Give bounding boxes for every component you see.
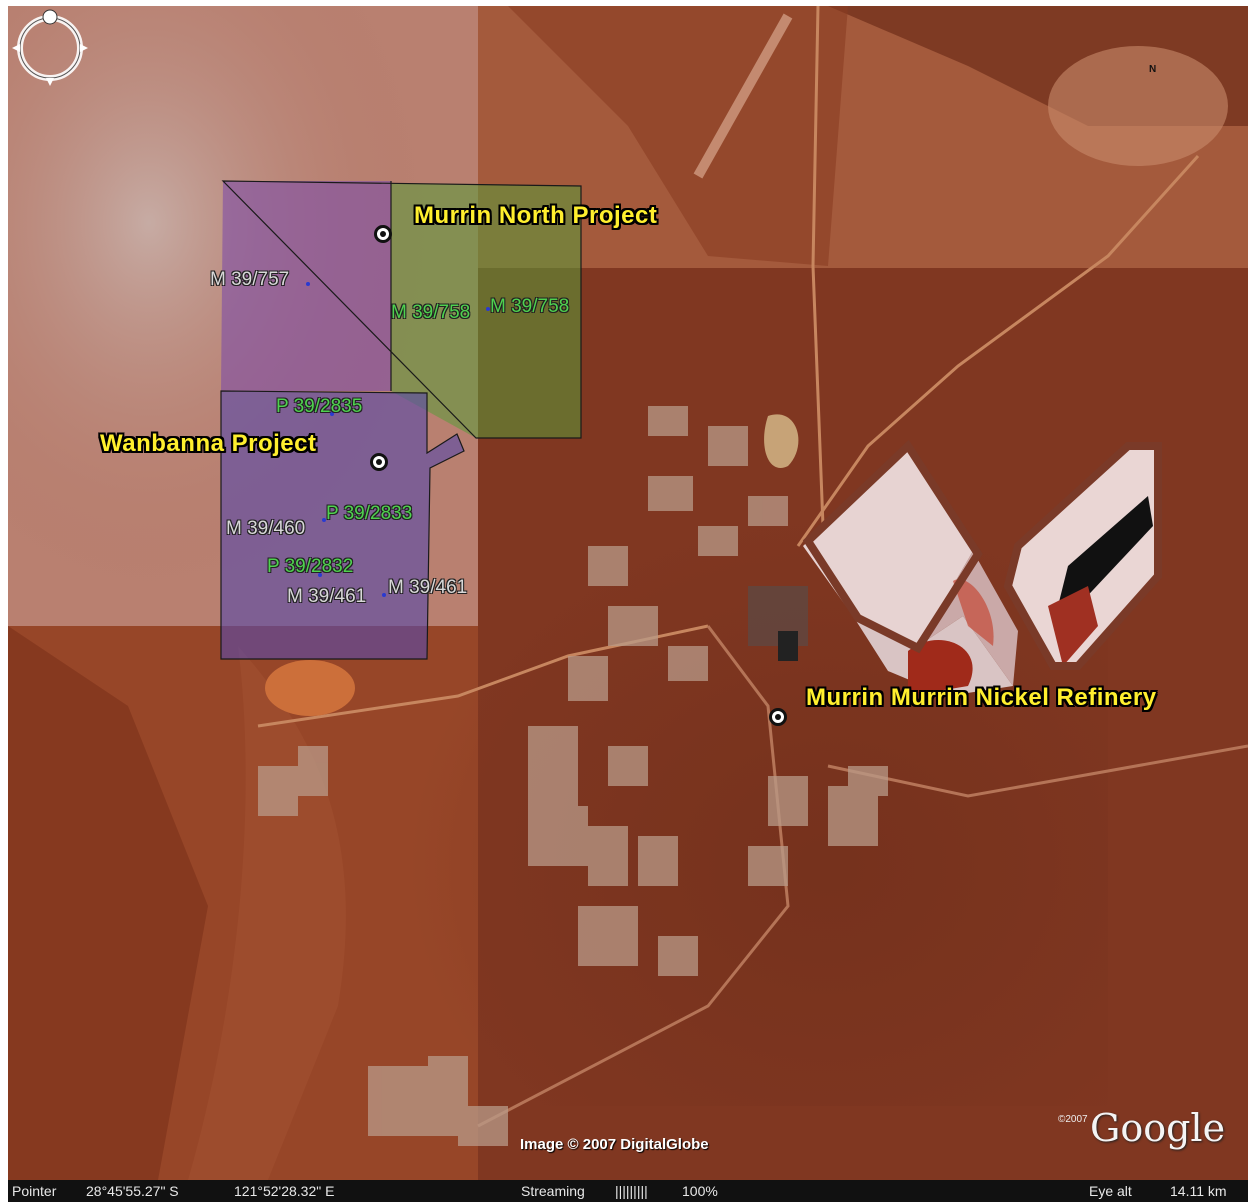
tenement-label[interactable]: P 39/2833	[326, 503, 413, 524]
placemark-icon[interactable]	[769, 708, 787, 726]
image-credit: Image © 2007 DigitalGlobe	[520, 1136, 709, 1153]
satellite-map[interactable]: Murrin North Project Wanbanna Project Mu…	[8, 6, 1248, 1180]
google-logo: Google	[1090, 1106, 1226, 1150]
streaming-progress-bar: |||||||||	[615, 1183, 648, 1199]
project-label-murrin-north[interactable]: Murrin North Project	[414, 202, 658, 229]
status-bar: Pointer 28°45'55.27" S 121°52'28.32" E S…	[8, 1180, 1248, 1202]
tenement-label[interactable]: M 39/461	[287, 586, 367, 607]
eye-alt-value: 14.11 km	[1170, 1183, 1227, 1199]
tenement-label[interactable]: M 39/757	[210, 269, 290, 290]
tenement-label[interactable]: M 39/461	[388, 577, 468, 598]
eye-alt-label: Eye alt	[1089, 1183, 1132, 1199]
tenement-polygon-wanbanna[interactable]	[221, 391, 464, 659]
placemark-icon[interactable]	[374, 225, 392, 243]
compass-rose-icon[interactable]	[8, 6, 92, 90]
tenement-label[interactable]: M 39/758	[490, 296, 570, 317]
pointer-label: Pointer	[12, 1183, 57, 1199]
project-label-wanbanna[interactable]: Wanbanna Project	[100, 430, 317, 457]
tenement-label[interactable]: M 39/460	[226, 518, 306, 539]
streaming-label: Streaming	[521, 1183, 585, 1199]
compass-north-letter: N	[1149, 64, 1157, 75]
pointer-longitude: 121°52'28.32" E	[234, 1183, 335, 1199]
tenement-polygon-m39-757[interactable]	[221, 181, 391, 391]
satellite-imagery	[8, 6, 1248, 1180]
google-copyright: ©2007	[1058, 1114, 1088, 1125]
tenement-label[interactable]: M 39/758	[391, 302, 471, 323]
tenement-label[interactable]: P 39/2832	[267, 556, 354, 577]
tenement-label[interactable]: P 39/2835	[276, 396, 363, 417]
placemark-icon[interactable]	[370, 453, 388, 471]
tenement-polygon-m39-758[interactable]	[391, 183, 581, 438]
streaming-percent: 100%	[682, 1183, 718, 1199]
project-label-nickel-refinery[interactable]: Murrin Murrin Nickel Refinery	[806, 684, 1157, 711]
pointer-latitude: 28°45'55.27" S	[86, 1183, 179, 1199]
